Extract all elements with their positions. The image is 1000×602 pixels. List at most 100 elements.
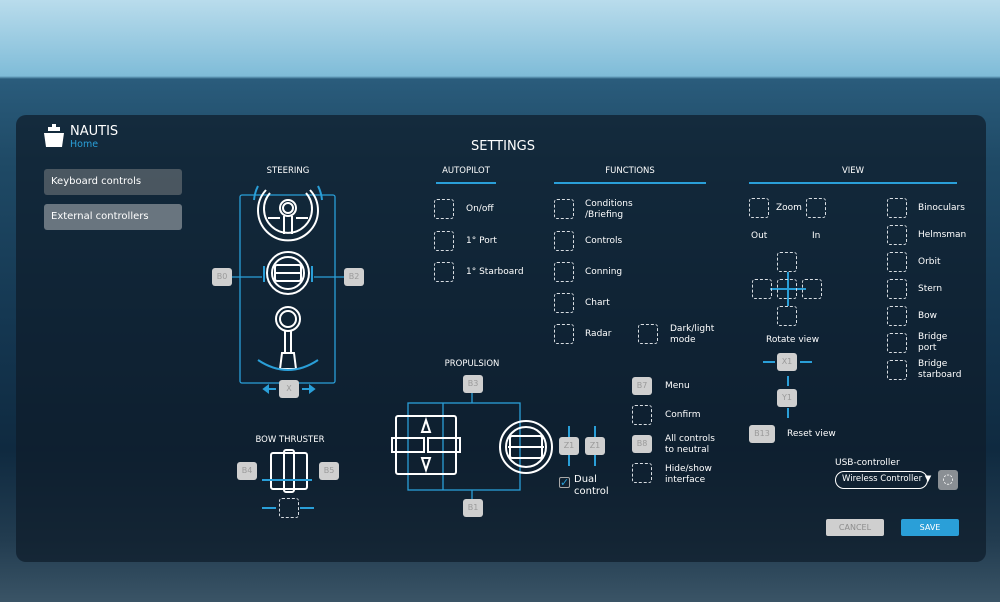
autopilot-starboard-label: 1° Starboard [466, 267, 524, 277]
autopilot-port-label: 1° Port [466, 236, 497, 246]
bridge-port-label-1: Bridge [918, 332, 948, 342]
neutral-label-2: to neutral [665, 445, 710, 455]
radar-binding[interactable] [554, 324, 574, 344]
bow-thruster-binding[interactable] [279, 498, 299, 518]
sidebar-item-keyboard-controls[interactable]: Keyboard controls [44, 169, 182, 195]
key-b0[interactable]: B0 [212, 268, 232, 286]
radar-label: Radar [585, 329, 612, 339]
dropdown-arrow-icon: ▼ [924, 474, 932, 484]
rotate-left-binding[interactable] [752, 279, 772, 299]
rotary-arrows-icon [263, 266, 313, 282]
binoculars-binding[interactable] [887, 198, 907, 218]
rotate-arrows-icon [253, 185, 323, 201]
rotate-up-binding[interactable] [777, 252, 797, 272]
rotate-center-binding[interactable] [777, 279, 797, 299]
refresh-icon: ◌ [942, 472, 954, 487]
key-b4[interactable]: B4 [237, 462, 257, 480]
horizontal-arrows-icon [262, 384, 316, 394]
view-underline [749, 182, 957, 184]
confirm-binding[interactable] [632, 405, 652, 425]
key-z1-b[interactable]: Z1 [585, 437, 605, 455]
binoculars-label: Binoculars [918, 203, 965, 213]
dark-light-label-2: mode [670, 335, 696, 345]
autopilot-starboard-binding[interactable] [434, 262, 454, 282]
autopilot-port-binding[interactable] [434, 231, 454, 251]
menu-label: Menu [665, 381, 690, 391]
lever-arc-icon [257, 359, 319, 371]
home-link[interactable]: Home [70, 139, 99, 150]
rotary-control-icon [266, 251, 310, 295]
steering-label: STEERING [266, 166, 310, 176]
controls-label: Controls [585, 236, 623, 246]
key-b3[interactable]: B3 [463, 375, 483, 393]
bow-thruster-label: BOW THRUSTER [255, 435, 325, 445]
bridge-port-binding[interactable] [887, 333, 907, 353]
helmsman-binding[interactable] [887, 225, 907, 245]
conditions-binding[interactable] [554, 199, 574, 219]
brand-name: NAUTIS [70, 124, 119, 139]
key-b8[interactable]: B8 [632, 435, 652, 453]
key-b1[interactable]: B1 [463, 499, 483, 517]
hide-show-label-1: Hide/show [665, 464, 712, 474]
zoom-in-binding[interactable] [806, 198, 826, 218]
bridge-starboard-label-2: starboard [918, 370, 962, 380]
orbit-binding[interactable] [887, 252, 907, 272]
thruster-arrows-icon [262, 479, 314, 509]
rotate-right-binding[interactable] [802, 279, 822, 299]
key-b7[interactable]: B7 [632, 377, 652, 395]
neutral-label-1: All controls [665, 434, 715, 444]
bow-binding[interactable] [887, 306, 907, 326]
propulsion-rotary-icon [499, 420, 553, 474]
orbit-label: Orbit [918, 257, 941, 267]
functions-header: FUNCTIONS [605, 166, 655, 176]
key-y1[interactable]: Y1 [777, 389, 797, 407]
chart-label: Chart [585, 298, 610, 308]
key-b5[interactable]: B5 [319, 462, 339, 480]
throttle-levers-icon [391, 415, 461, 475]
conditions-label: Conditions/Briefing [585, 199, 633, 221]
zoom-out-binding[interactable] [749, 198, 769, 218]
bridge-starboard-label-1: Bridge [918, 359, 948, 369]
dark-light-binding[interactable] [638, 324, 658, 344]
usb-controller-select[interactable]: Wireless Controller ▼ [835, 471, 931, 489]
key-b13[interactable]: B13 [749, 425, 775, 443]
zoom-out-label: Out [751, 231, 768, 241]
hide-show-label-2: interface [665, 475, 706, 485]
key-x1[interactable]: X1 [777, 353, 797, 371]
zoom-label: Zoom [776, 203, 802, 213]
stern-binding[interactable] [887, 279, 907, 299]
key-x[interactable]: X [279, 380, 299, 398]
sidebar-item-external-controllers[interactable]: External controllers [44, 204, 182, 230]
controls-binding[interactable] [554, 231, 574, 251]
chart-binding[interactable] [554, 293, 574, 313]
steering-wheel-icon [257, 189, 319, 242]
stern-label: Stern [918, 284, 943, 294]
key-z1-a[interactable]: Z1 [559, 437, 579, 455]
autopilot-onoff-binding[interactable] [434, 199, 454, 219]
conditions-label-1: Conditions [585, 199, 633, 209]
bow-thruster-icon [270, 449, 308, 493]
bow-label: Bow [918, 311, 938, 321]
view-arrows-icon [763, 272, 812, 418]
dual-control-checkbox[interactable]: ✓ [559, 476, 570, 489]
refresh-button[interactable]: ◌ [938, 470, 958, 490]
rotate-down-binding[interactable] [777, 306, 797, 326]
conditions-label-2: /Briefing [585, 210, 624, 220]
rotate-view-label: Rotate view [766, 335, 820, 345]
hide-show-binding[interactable] [632, 463, 652, 483]
confirm-label: Confirm [665, 410, 701, 420]
cancel-button[interactable]: CANCEL [826, 519, 884, 536]
bridge-starboard-binding[interactable] [887, 360, 907, 380]
dark-light-label-1: Dark/light [670, 324, 715, 334]
key-b2[interactable]: B2 [344, 268, 364, 286]
lever-icon [275, 306, 301, 370]
dual-control-label-2: control [574, 486, 609, 497]
conning-binding[interactable] [554, 262, 574, 282]
save-button[interactable]: SAVE [901, 519, 959, 536]
